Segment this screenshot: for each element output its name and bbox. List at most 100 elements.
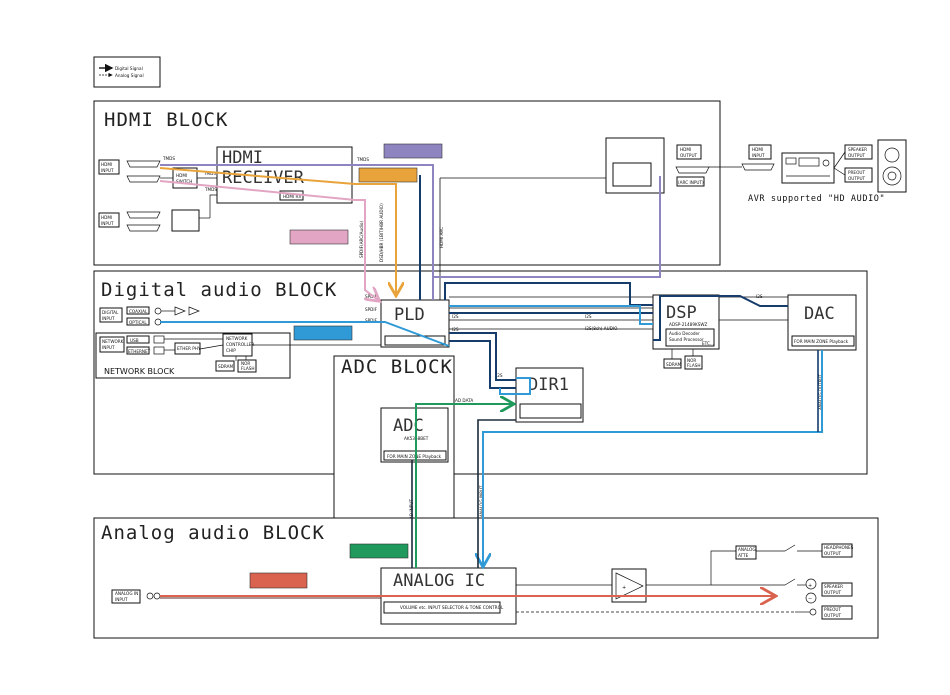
- control-lines: [439, 177, 788, 330]
- svg-text:SPDIF(ARC/Audio): SPDIF(ARC/Audio): [359, 221, 364, 258]
- svg-text:ADSP-21489KSWZ: ADSP-21489KSWZ: [669, 322, 708, 327]
- svg-text:HDMI: HDMI: [101, 162, 112, 167]
- swatch-pink: [289, 229, 349, 245]
- svg-text:SDRAM: SDRAM: [218, 364, 233, 369]
- digital-inputs: DIGITAL INPUT COAXIAL OPTICAL: [99, 306, 200, 326]
- dac-chip: DAC FOR MAIN ZONE Playback: [787, 294, 857, 351]
- hdmi-inputs: HDMI INPUT HDMI INPUT HDMI SWITCH TMDS T…: [98, 156, 217, 232]
- svg-text:I2S: I2S: [452, 314, 459, 319]
- svg-text:SPDIF: SPDIF: [365, 318, 378, 323]
- speaker-icon: [877, 139, 907, 193]
- svg-text:INPUT: INPUT: [101, 168, 114, 173]
- svg-text:DIGITAL: DIGITAL: [102, 310, 119, 315]
- svg-text:FLASH: FLASH: [241, 366, 255, 371]
- path-blue: [160, 305, 823, 565]
- svg-text:HDMI: HDMI: [752, 147, 763, 152]
- svg-text:ATTE: ATTE: [738, 553, 749, 558]
- svg-text:NOR: NOR: [241, 361, 250, 366]
- svg-text:ANALOG IC: ANALOG IC: [393, 571, 485, 591]
- svg-text:INPUT: INPUT: [101, 221, 114, 226]
- svg-text:RECEIVER: RECEIVER: [222, 168, 305, 188]
- amplifier-icon: +: [611, 568, 647, 603]
- svg-text:OUTPUT: OUTPUT: [848, 153, 866, 158]
- speaker-terminal-plus-icon: [805, 578, 817, 590]
- svg-text:NETWORK: NETWORK: [226, 336, 248, 341]
- speaker-terminal-minus-icon: [805, 592, 817, 604]
- svg-text:−: −: [808, 596, 812, 602]
- svg-text:ETC...: ETC...: [702, 341, 714, 346]
- legend-digital: Digital Signal: [115, 66, 143, 71]
- path-dark-ad: [411, 419, 516, 568]
- svg-text:HDMI ARC: HDMI ARC: [439, 227, 444, 248]
- hdmi-connector-icon: [126, 160, 161, 168]
- svg-text:ANALOG IN: ANALOG IN: [115, 591, 138, 596]
- path-pink: [159, 180, 378, 300]
- hdmi-connector-icon: [675, 166, 710, 174]
- svg-text:FOR MAIN ZONE Playback: FOR MAIN ZONE Playback: [387, 454, 442, 459]
- svg-text:INPUT: INPUT: [102, 345, 115, 350]
- analog-audio-block-title: Analog audio BLOCK: [101, 522, 325, 544]
- avr-receiver-icon: [781, 152, 835, 184]
- svg-text:INPUT: INPUT: [102, 316, 115, 321]
- svg-text:TMDS: TMDS: [204, 187, 217, 192]
- svg-text:ETHERNET: ETHERNET: [128, 349, 151, 354]
- svg-text:HDMI: HDMI: [222, 148, 263, 168]
- svg-text:CHIP: CHIP: [226, 348, 236, 353]
- headphone-relay-switch: [784, 544, 796, 552]
- svg-text:HEADPHONES: HEADPHONES: [824, 545, 854, 550]
- avr-caption: AVR supported "HD AUDIO": [748, 194, 885, 204]
- path-lavender: [160, 164, 661, 300]
- dsp-chip: DSP ADSP-21489KSWZ Audio Decoder Sound P…: [652, 294, 720, 370]
- svg-text:SWITCH: SWITCH: [176, 179, 192, 184]
- speaker-relay-switch: [784, 578, 796, 586]
- svg-text:FLASH: FLASH: [687, 363, 701, 368]
- svg-text:+: +: [622, 585, 626, 591]
- ethernet-port-icon: [153, 346, 165, 355]
- hdmi-connector-icon: [126, 211, 161, 219]
- swatch-green: [349, 543, 409, 559]
- hdmi-output-device: HDMI OUTPUT (ARC INPUT): [605, 137, 710, 194]
- svg-text:INPUT: INPUT: [115, 597, 128, 602]
- svg-text:+: +: [808, 583, 812, 589]
- svg-text:PLD: PLD: [394, 305, 425, 325]
- svg-text:SPEAKER: SPEAKER: [824, 584, 843, 589]
- svg-text:AD DATA: AD DATA: [455, 398, 473, 403]
- svg-text:ANALOG INPUT: ANALOG INPUT: [479, 485, 484, 517]
- svg-text:I2S(8ch) AUDIO: I2S(8ch) AUDIO: [585, 326, 618, 331]
- svg-text:HDMI: HDMI: [101, 215, 112, 220]
- hdmi-block-title: HDMI BLOCK: [104, 109, 228, 131]
- legend: Digital Signal Analog Signal: [93, 56, 161, 88]
- svg-text:FOR MAIN ZONE Playback: FOR MAIN ZONE Playback: [794, 339, 849, 344]
- svg-text:OPTICAL: OPTICAL: [129, 320, 147, 325]
- path-green: [415, 404, 512, 568]
- svg-text:SPDIF: SPDIF: [365, 307, 378, 312]
- svg-text:NETWORK: NETWORK: [102, 339, 124, 344]
- swatch-red: [249, 572, 308, 589]
- svg-text:ADC: ADC: [393, 416, 424, 436]
- svg-text:(ARC INPUT): (ARC INPUT): [678, 180, 704, 185]
- svg-text:TMDS: TMDS: [356, 157, 369, 162]
- svg-text:OUTPUT: OUTPUT: [848, 176, 866, 181]
- adc-chip: ADC AK5358BET FOR MAIN ZONE Playback: [380, 407, 449, 463]
- hdmi-connector-icon: [741, 163, 775, 171]
- swatch-blue: [293, 325, 353, 341]
- digital-audio-block-title: Digital audio BLOCK: [101, 279, 337, 301]
- analog-outputs: ANALOG ATTE HEADPHONES OUTPUT SPEAKER OU…: [516, 543, 854, 620]
- svg-text:OUTPUT: OUTPUT: [824, 590, 842, 595]
- legend-analog: Analog Signal: [115, 73, 144, 78]
- usb-port-icon: [153, 335, 165, 344]
- svg-text:Sound Processor: Sound Processor: [669, 337, 704, 342]
- path-orange: [159, 167, 396, 294]
- swatch-orange: [358, 167, 418, 183]
- avr-device: HDMI INPUT SPEAKER OUTPUT PREOUT OUTPUT …: [709, 139, 907, 204]
- pld-chip: PLD: [380, 299, 450, 348]
- svg-text:TMDS: TMDS: [203, 171, 216, 176]
- svg-text:DSP: DSP: [666, 303, 697, 323]
- svg-text:NETWORK BLOCK: NETWORK BLOCK: [104, 367, 175, 376]
- svg-text:I2S: I2S: [496, 373, 503, 378]
- swatch-lavender: [383, 143, 443, 159]
- hdmi-connector-icon: [126, 224, 161, 232]
- svg-text:SPEAKER: SPEAKER: [848, 147, 867, 152]
- svg-text:COAXIAL: COAXIAL: [129, 309, 148, 314]
- svg-text:OUTPUT: OUTPUT: [680, 153, 698, 158]
